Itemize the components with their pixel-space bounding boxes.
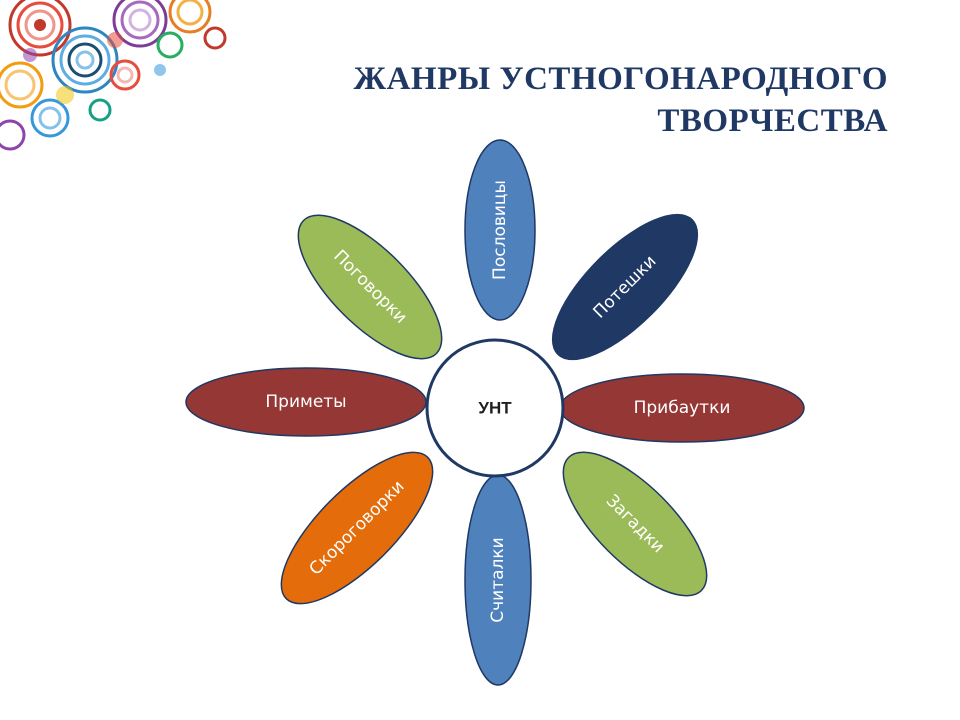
petal-proverbs: Пословицы (464, 139, 536, 321)
petal-tongue-twisters: Скороговорки (280, 451, 434, 605)
petal-sayings: Поговорки (297, 214, 443, 360)
petal-counting-rhymes: Считалки (464, 474, 532, 686)
petal-label-omens: Приметы (265, 392, 346, 412)
center-circle (425, 338, 565, 478)
center-label: УНТ (478, 399, 512, 418)
petals-group: Пословицы ПотешкиПрибауткиЗагадкиСчиталки… (185, 139, 805, 686)
petal-shape-tongue-twisters (280, 451, 434, 605)
center-node: УНТ (425, 338, 565, 478)
slide-title-line-1: ЖАНРЫ УСТНОГОНАРОДНОГО (353, 61, 888, 97)
petal-shape-riddles (562, 451, 708, 597)
slide-title: ЖАНРЫ УСТНОГОНАРОДНОГО ТВОРЧЕСТВА (353, 58, 888, 142)
petal-shape-nursery-rhymes (551, 213, 699, 361)
slide-title-line-2: ТВОРЧЕСТВА (657, 103, 888, 139)
petal-riddles: Загадки (562, 451, 708, 597)
petal-label-counting-rhymes: Считалки (488, 537, 508, 622)
petal-shape-proverbs (464, 139, 536, 321)
petal-shape-sayings (297, 214, 443, 360)
petal-label-proverbs: Пословицы (490, 180, 510, 280)
petal-omens: Приметы (185, 367, 427, 437)
decorative-circles-corner (0, 0, 227, 151)
petal-label-jokes: Прибаутки (634, 398, 731, 418)
petal-jokes: Прибаутки (559, 373, 805, 443)
petal-nursery-rhymes: Потешки (551, 213, 699, 361)
